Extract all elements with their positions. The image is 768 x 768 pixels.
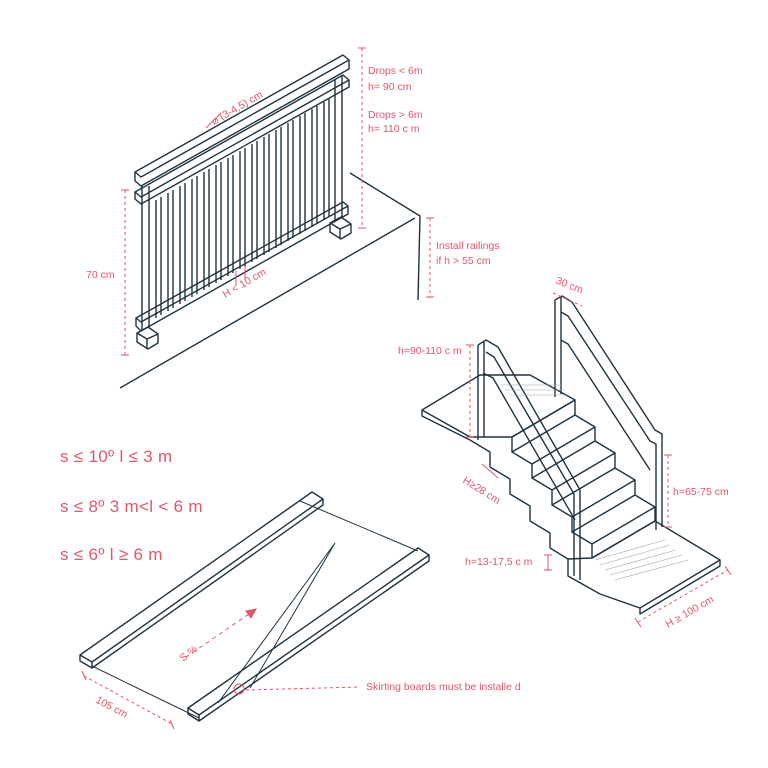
slope-rule-1: s ≤ 10º l ≤ 3 m [60, 447, 173, 466]
label-h110: h= 110 c m [368, 123, 420, 135]
railing-illustration [119, 54, 421, 389]
right-handrail [554, 297, 562, 397]
post-foot-right [329, 216, 352, 240]
left-curb [79, 491, 324, 663]
label-h90: h= 90 cm [368, 81, 412, 93]
balusters [155, 99, 330, 318]
label-low-rail: h=65-75 cm [673, 486, 729, 498]
label-rail-width: 30 cm [554, 275, 585, 297]
ledge-edge [349, 172, 421, 301]
dim-diameter [205, 113, 221, 129]
label-70cm: 70 cm [86, 269, 115, 281]
dim-landing [637, 569, 729, 623]
ramp-illustration [79, 491, 430, 722]
label-105cm: 105 cm [94, 694, 130, 721]
slope-rule-3: s ≤ 6º l ≥ 6 m [60, 545, 163, 564]
post-foot-left [136, 326, 159, 350]
left-handrail [477, 342, 485, 440]
skirting-leader [245, 686, 361, 691]
label-slope: S % [177, 643, 200, 664]
railing-dimensions [121, 47, 434, 356]
stair-steps [469, 439, 601, 595]
label-skirting: Skirting boards must be installe d [366, 681, 521, 693]
stairs-illustration [421, 295, 721, 615]
dim-tread [481, 463, 499, 479]
skirting-marker [233, 683, 245, 695]
label-tread: H≥28 cm [460, 474, 502, 507]
tread-hatching [500, 384, 689, 581]
slope-rule-2: s ≤ 8º 3 m<l < 6 m [60, 497, 203, 516]
dim-rail-width [552, 292, 583, 307]
label-install-1: Install railings [436, 240, 500, 252]
ramp-dimensions [81, 608, 361, 730]
bottom-landing [567, 520, 721, 609]
label-rail-height: h=90-110 c m [398, 345, 462, 357]
slope-arrowhead [245, 608, 257, 619]
stairs-dimensions [466, 292, 732, 628]
dim-gap [235, 266, 246, 285]
label-landing: H ≥ 100 cm [664, 593, 717, 630]
dim-105cm [83, 675, 173, 725]
label-drops-small: Drops < 6m [368, 65, 423, 77]
ground-line [119, 217, 416, 389]
label-diameter: ⌀ (3-4,5) cm [210, 89, 266, 128]
label-drops-large: Drops > 6m [368, 109, 423, 121]
label-install-2: if h > 55 cm [436, 255, 491, 267]
slope-arrow [185, 609, 256, 658]
label-riser: h=13-17,5 c m [465, 556, 533, 568]
